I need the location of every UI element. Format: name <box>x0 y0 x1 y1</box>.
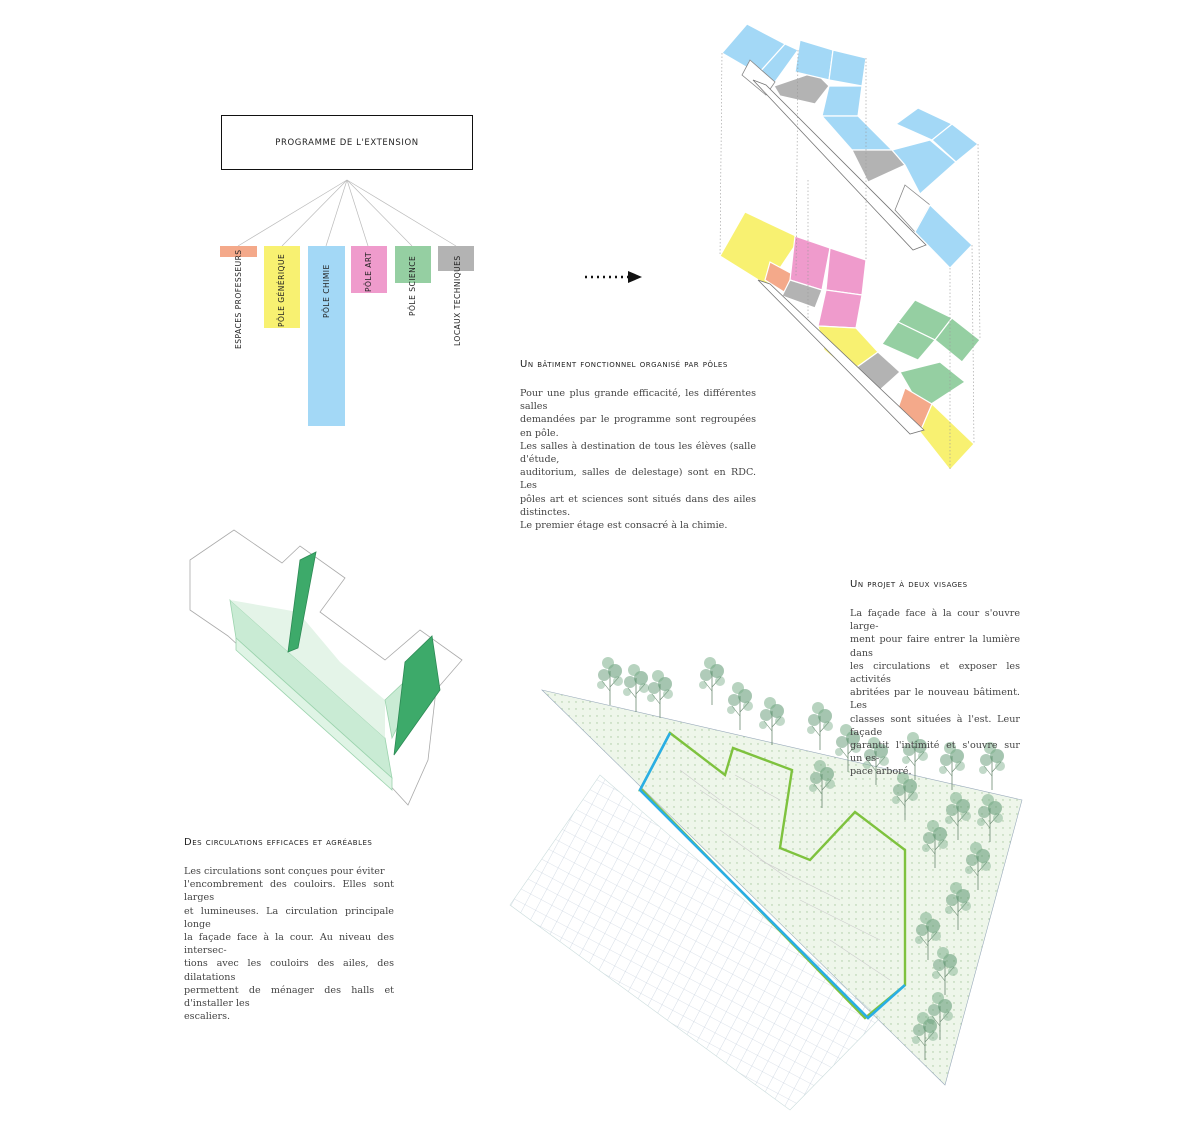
text-line: les circulations et exposer les activité… <box>850 660 1020 686</box>
pole-label-generique: pôle générique <box>277 253 286 327</box>
pole-label-techniques: locaux techniques <box>453 255 462 346</box>
arrow-dotted <box>585 271 642 283</box>
program-title-box: programme de l'extension <box>221 115 473 170</box>
text-circulations: Les circulations sont conçues pour évite… <box>184 865 394 1023</box>
pole-bar-generique <box>264 246 300 328</box>
heading-visages: Un projet à deux visages <box>850 579 968 590</box>
text-line: et lumineuses. La circulation principale… <box>184 905 394 930</box>
pole-bar-art <box>351 246 387 293</box>
heading-poles: Un bâtiment fonctionnel organisé par pôl… <box>520 359 728 370</box>
program-title: programme de l'extension <box>275 137 419 148</box>
text-line: tions avec les couloirs des ailes, des d… <box>184 958 394 983</box>
text-line: permettent de ménager des halls et d'ins… <box>184 984 394 1010</box>
text-poles: Pour une plus grande efficacité, les dif… <box>520 387 756 532</box>
pole-bar-chimie <box>308 246 345 426</box>
text-line: garantit l'intimité et s'ouvre sur un es… <box>850 740 1020 765</box>
text-line: l'encombrement des couloirs. Elles sont … <box>184 879 394 904</box>
courtyard-outline <box>638 732 906 1020</box>
text-line: ment pour faire entrer la lumière dans <box>850 634 1020 659</box>
pole-label-art: pôle art <box>364 251 373 292</box>
pole-label-science: pôle science <box>408 255 417 316</box>
heading-circulations: Des circulations efficaces et agréables <box>184 837 373 848</box>
text-line: abritées par le nouveau bâtiment. Les <box>850 687 1020 712</box>
pole-bar-science <box>395 246 431 283</box>
text-line: classes sont situées à l'est. Leur façad… <box>850 713 1020 738</box>
axo-circulations <box>189 529 463 806</box>
text-line: Les circulations sont conçues pour évite… <box>184 866 385 877</box>
text-line: pôles art et sciences sont situés dans d… <box>520 493 756 518</box>
text-line: auditorium, salles de delestage) sont en… <box>520 467 756 492</box>
pole-bar-professeurs <box>220 246 257 257</box>
text-line: Le premier étage est consacré à la chimi… <box>520 520 728 532</box>
text-line: escaliers. <box>184 1011 231 1023</box>
program-tree-lines <box>237 179 457 247</box>
garden-outline <box>638 731 907 1020</box>
text-line: Pour une plus grande efficacité, les dif… <box>520 388 756 413</box>
text-line: pace arboré. <box>850 766 912 778</box>
axo-upper-floor <box>721 23 979 269</box>
text-line: Les salles à destination de tous les élè… <box>520 440 756 466</box>
text-line: La façade face à la cour s'ouvre large- <box>850 608 1020 633</box>
axo-connectors <box>719 49 981 470</box>
pole-bar-techniques <box>438 246 474 271</box>
text-line: demandées par le programme sont regroupé… <box>520 414 756 439</box>
pole-label-chimie: pôle chimie <box>322 264 331 318</box>
text-line: la façade face à la cour. Au niveau des … <box>184 932 394 957</box>
axo-ground-floor <box>719 211 981 471</box>
text-visages: La façade face à la cour s'ouvre large- … <box>850 607 1020 779</box>
pole-label-professeurs: espaces professeurs <box>234 249 243 349</box>
